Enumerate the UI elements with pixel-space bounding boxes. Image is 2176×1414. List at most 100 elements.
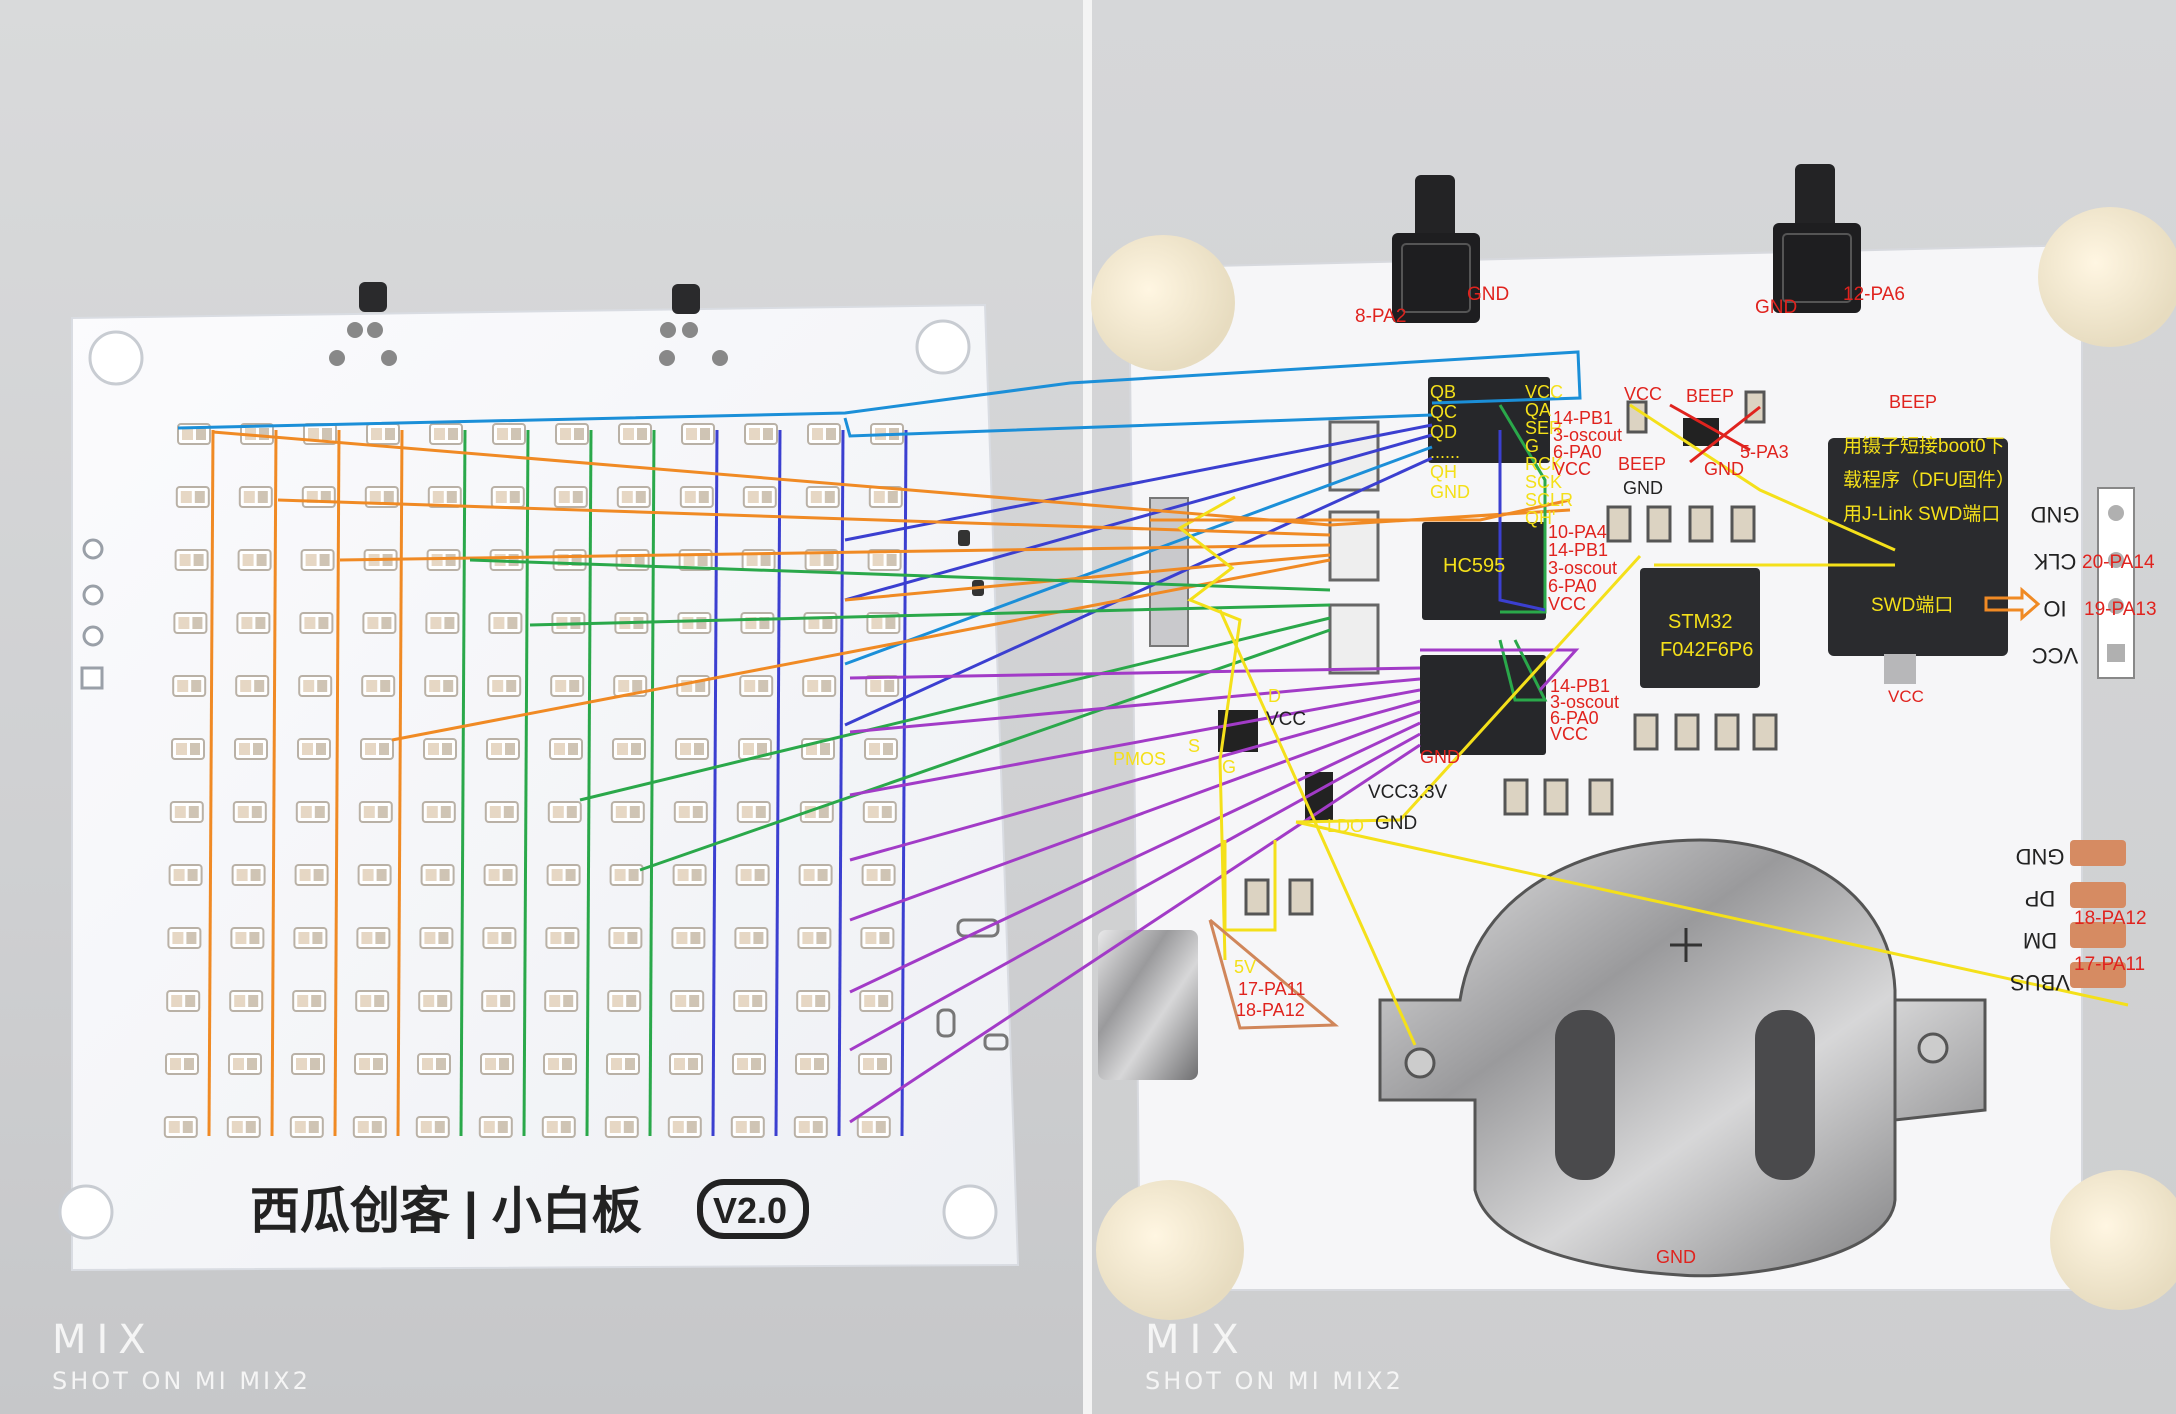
- hc595-signal-label: 14-PB1: [1548, 540, 1608, 560]
- led: [299, 612, 334, 634]
- watermark-brand: MIX: [52, 1317, 156, 1363]
- note-line-1: 用镊子短接boot0下: [1843, 435, 2005, 457]
- led: [230, 927, 265, 949]
- led: [237, 549, 272, 571]
- led: [175, 486, 210, 508]
- pmos-s: S: [1188, 736, 1200, 756]
- led: [417, 1053, 451, 1075]
- nylon-spacer: [2050, 1170, 2176, 1310]
- led: [675, 738, 709, 760]
- led: [481, 990, 516, 1012]
- led: [734, 927, 769, 949]
- matrix-column-wire: [900, 429, 908, 1137]
- beep-far-label: BEEP: [1889, 392, 1937, 412]
- led: [864, 738, 898, 760]
- matrix-column-wire: [585, 429, 593, 1137]
- hc595-pin-label: RCK: [1525, 454, 1563, 474]
- led: [858, 1053, 892, 1075]
- led: [166, 990, 201, 1012]
- led: [610, 801, 645, 823]
- led: [793, 1116, 828, 1138]
- led: [616, 486, 651, 508]
- matrix-column-wire: [774, 429, 782, 1137]
- resistor-array: [1328, 603, 1380, 675]
- led: [355, 990, 390, 1012]
- hc595-pin-label: G: [1525, 436, 1539, 456]
- led: [421, 801, 456, 823]
- nylon-spacer: [1096, 1180, 1244, 1320]
- pmos-d: D: [1268, 686, 1281, 706]
- led: [606, 1053, 640, 1075]
- led: [553, 486, 588, 508]
- fanout-wire: [1420, 648, 1580, 692]
- led: [297, 738, 331, 760]
- ldo-vcc33: VCC3.3V: [1368, 782, 1448, 803]
- swd-pin-label: VCC: [2032, 643, 2079, 668]
- hc595-pin-label: QD: [1430, 422, 1457, 442]
- hc595-pin-label: SCK: [1525, 472, 1562, 492]
- led: [483, 864, 518, 886]
- fanout-wire: [844, 553, 1331, 602]
- ldo-label: LDO: [1327, 816, 1364, 836]
- battery-gnd: GND: [1656, 1247, 1696, 1267]
- beep-wire: [1689, 405, 1761, 464]
- led: [549, 738, 583, 760]
- fanout-wire: [1498, 639, 1548, 702]
- hc595-signal-label: 6-PA0: [1548, 576, 1597, 596]
- hc595-chip-bottom: [1420, 655, 1546, 755]
- fanout-wire: [849, 721, 1421, 994]
- swd-pin-label: IO: [2043, 596, 2066, 621]
- swd-vcc-label: VCC: [1888, 687, 1924, 706]
- led: [681, 423, 715, 445]
- beep-gnd-right-label: GND: [1704, 459, 1744, 479]
- led: [425, 612, 460, 634]
- led: [866, 612, 901, 634]
- led: [418, 990, 453, 1012]
- led: [613, 675, 648, 697]
- led: [612, 738, 646, 760]
- fanout-wire: [639, 628, 1331, 872]
- fanout-wire: [339, 543, 1331, 562]
- fanout-wire: [849, 743, 1421, 1124]
- ldo-gnd: GND: [1375, 813, 1417, 834]
- fanout-wire: [849, 666, 1421, 680]
- matrix-column-wire: [711, 429, 719, 1137]
- led: [730, 1116, 765, 1138]
- swd-pin-label: CLK: [2033, 549, 2076, 574]
- usb-pads: [2070, 840, 2126, 988]
- led: [236, 612, 271, 634]
- led: [352, 1116, 387, 1138]
- led: [171, 738, 205, 760]
- usb-dm-signal: 17-PA11: [2074, 954, 2145, 975]
- led: [172, 675, 207, 697]
- fanout-wire: [849, 732, 1421, 1052]
- hc595-signal-label: VCC: [1550, 724, 1588, 744]
- led: [796, 990, 831, 1012]
- mounting-hole: [942, 1184, 998, 1240]
- fanout-wire: [849, 699, 1421, 862]
- led: [226, 1116, 261, 1138]
- led: [490, 486, 525, 508]
- led: [673, 801, 708, 823]
- led: [169, 801, 204, 823]
- swd-connector: [1828, 438, 2008, 684]
- led: [480, 1053, 514, 1075]
- led: [231, 864, 266, 886]
- hc595-pin-label: SER: [1525, 418, 1562, 438]
- led: [744, 423, 778, 445]
- beep-top-label: BEEP: [1686, 386, 1734, 406]
- hc595-pin-label: QH': [1525, 508, 1555, 528]
- side-header-pads: [80, 538, 104, 690]
- led: [232, 801, 267, 823]
- hc595-signal-label: VCC: [1553, 459, 1591, 479]
- led: [677, 612, 712, 634]
- matrix-column-wire: [396, 429, 404, 1137]
- led: [555, 423, 589, 445]
- fanout-wire: [391, 558, 1331, 742]
- led: [168, 864, 203, 886]
- hc595-signal-label: 3-oscout: [1550, 692, 1619, 712]
- led: [798, 864, 833, 886]
- fanout-wire: [1498, 430, 1546, 612]
- led: [427, 486, 462, 508]
- led: [546, 864, 581, 886]
